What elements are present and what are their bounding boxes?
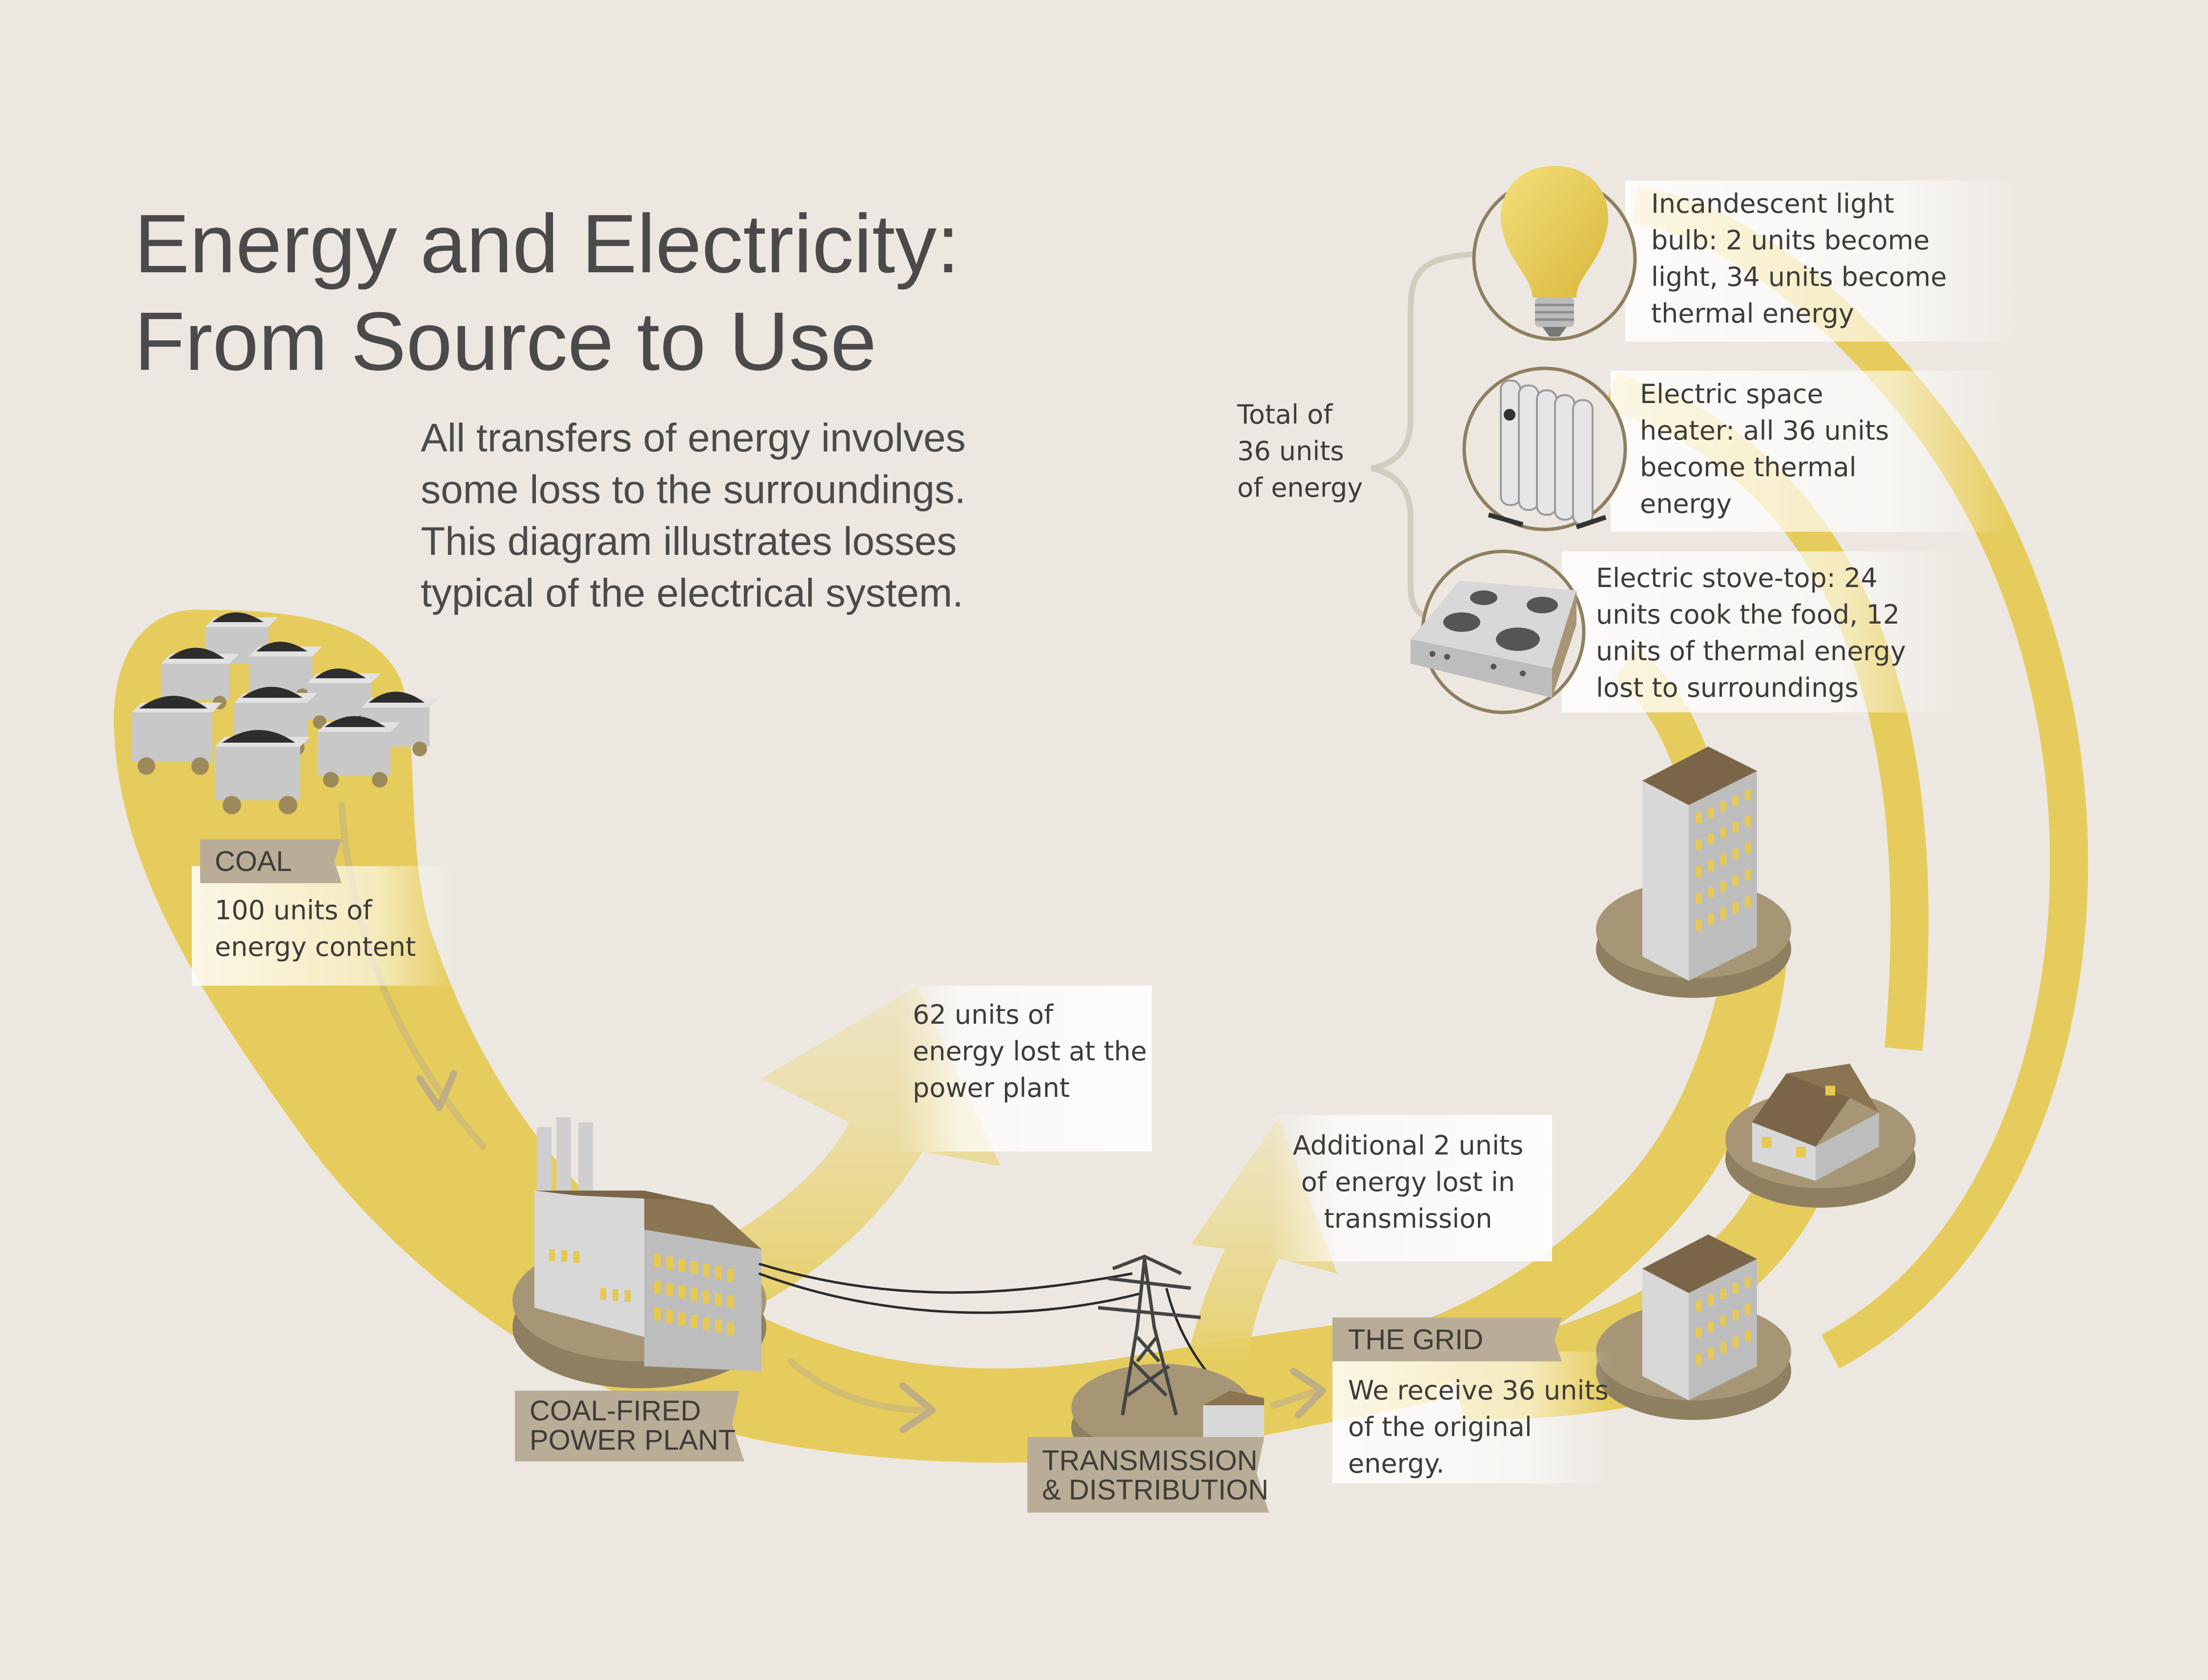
- intro-line-4: typical of the electrical system.: [421, 571, 963, 615]
- apartment-building-icon: [1596, 1235, 1791, 1420]
- heater-line-4: energy: [1640, 488, 1732, 519]
- coal-tag: COAL: [215, 847, 292, 876]
- title-line-1: Energy and Electricity:: [134, 198, 960, 290]
- total-line-3: of energy: [1237, 472, 1363, 503]
- stove-line-4: lost to surroundings: [1596, 672, 1859, 703]
- total-brace: [1370, 251, 1496, 625]
- transmission-loss-line-2: of energy lost in: [1301, 1167, 1515, 1197]
- grid-tag-label: THE GRID: [1348, 1324, 1484, 1356]
- grid-text-line-3: energy.: [1348, 1448, 1445, 1479]
- appliance-text-panels: [1562, 181, 2025, 712]
- plant-loss-line-2: energy lost at the: [913, 1036, 1147, 1067]
- bulb-line-3: light, 34 units become: [1651, 262, 1947, 292]
- transmission-tag-line-1: TRANSMISSION: [1042, 1445, 1258, 1477]
- bulb-line-4: thermal energy: [1651, 298, 1854, 329]
- transmission-loss-line-3: transmission: [1324, 1203, 1492, 1234]
- intro-line-2: some loss to the surroundings.: [421, 467, 966, 512]
- stove-line-3: units of thermal energy: [1596, 636, 1906, 667]
- intro-paragraph: All transfers of energy involves some lo…: [421, 412, 966, 619]
- power-plant-tag-line-2: POWER PLANT: [530, 1424, 736, 1456]
- flow-direction-arrows: [338, 802, 1326, 1433]
- office-tower-icon: [1596, 747, 1791, 998]
- coal-text-line-2: energy content: [215, 931, 416, 962]
- grid-tag: THE GRID: [1348, 1325, 1483, 1355]
- stove-top-icon: [1411, 549, 1586, 714]
- power-plant-tag: COAL-FIRED POWER PLANT: [530, 1397, 736, 1455]
- page-title: Energy and Electricity: From Source to U…: [134, 195, 960, 390]
- light-bulb-text: Incandescent light bulb: 2 units become …: [1651, 185, 1947, 332]
- intro-line-3: This diagram illustrates losses: [421, 519, 957, 564]
- space-heater-text: Electric space heater: all 36 units beco…: [1640, 376, 1889, 522]
- plant-loss-text: 62 units of energy lost at the power pla…: [913, 996, 1147, 1106]
- heater-line-3: become thermal: [1640, 452, 1857, 483]
- power-plant-tag-line-1: COAL-FIRED: [530, 1395, 701, 1427]
- light-bulb-icon: [1472, 166, 1637, 341]
- total-line-2: 36 units: [1237, 436, 1344, 466]
- transmission-loss-text: Additional 2 units of energy lost in tra…: [1288, 1127, 1528, 1237]
- heater-line-2: heater: all 36 units: [1640, 415, 1889, 446]
- transmission-tag: TRANSMISSION & DISTRIBUTION: [1042, 1446, 1268, 1505]
- grid-text-line-2: of the original: [1348, 1412, 1532, 1442]
- total-energy-label: Total of 36 units of energy: [1237, 396, 1363, 506]
- coal-carts-icon: [132, 612, 439, 814]
- coal-tag-label: COAL: [215, 846, 292, 877]
- label-tags: [200, 839, 1562, 1513]
- text-backdrops: [192, 866, 1611, 1483]
- main-energy-flow: [114, 609, 1440, 1463]
- plant-loss-line-1: 62 units of: [913, 999, 1053, 1030]
- stove-line-1: Electric stove-top: 24: [1596, 563, 1878, 593]
- coal-text-line-1: 100 units of: [215, 895, 372, 926]
- stove-line-2: units cook the food, 12: [1596, 599, 1900, 630]
- power-plant-icon: [512, 1117, 766, 1388]
- total-line-1: Total of: [1237, 399, 1333, 430]
- bulb-line-2: bulb: 2 units become: [1651, 225, 1930, 256]
- plant-loss-line-3: power plant: [913, 1073, 1070, 1103]
- house-icon: [1725, 1064, 1916, 1208]
- coal-description: 100 units of energy content: [215, 892, 416, 965]
- grid-text-line-1: We receive 36 units: [1348, 1375, 1609, 1406]
- transmission-loss-line-1: Additional 2 units: [1292, 1130, 1524, 1161]
- grid-description: We receive 36 units of the original ener…: [1348, 1372, 1609, 1482]
- stove-top-text: Electric stove-top: 24 units cook the fo…: [1596, 560, 1906, 706]
- title-line-2: From Source to Use: [134, 295, 877, 388]
- transmission-tag-line-2: & DISTRIBUTION: [1042, 1474, 1269, 1506]
- bulb-line-1: Incandescent light: [1651, 188, 1894, 219]
- heater-line-1: Electric space: [1640, 379, 1823, 409]
- space-heater-icon: [1462, 366, 1627, 531]
- intro-line-1: All transfers of energy involves: [421, 416, 966, 460]
